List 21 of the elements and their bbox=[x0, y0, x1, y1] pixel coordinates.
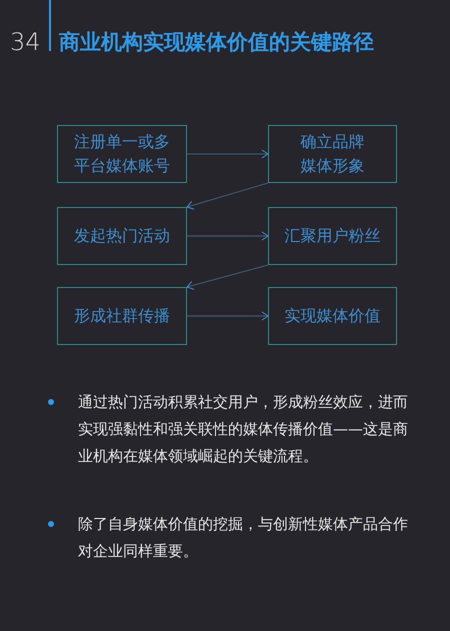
box-label: 发起热门活动 bbox=[74, 225, 170, 247]
bullet-text: 通过热门活动积累社交用户，形成粉丝效应，进而实现强黏性和强关联性的媒体传播价值——这是商业机构在媒体领域崛起的关键流程。 bbox=[78, 392, 409, 467]
arrow bbox=[186, 312, 268, 320]
bullet-text: 除了自身媒体价值的挖掘，与创新性媒体产品合作对企业同样重要。 bbox=[78, 514, 409, 562]
page-number: 34 bbox=[10, 27, 41, 57]
box-label: 形成社群传播 bbox=[74, 305, 170, 327]
box-label: 注册单一或多平台媒体账号 bbox=[73, 131, 171, 177]
process-box bbox=[57, 207, 187, 265]
arrow bbox=[186, 264, 268, 290]
arrow bbox=[186, 150, 268, 158]
box-label: 汇聚用户粉丝 bbox=[284, 225, 380, 247]
process-box bbox=[57, 125, 187, 183]
box-label: 实现媒体价值 bbox=[284, 305, 380, 327]
arrow bbox=[186, 182, 268, 210]
box-label: 确立品牌媒体形象 bbox=[300, 131, 366, 177]
page-title: 商业机构实现媒体价值的关键路径 bbox=[59, 29, 374, 56]
process-box bbox=[268, 287, 397, 345]
process-box bbox=[57, 287, 187, 345]
process-box bbox=[268, 207, 397, 265]
process-box bbox=[268, 125, 397, 183]
arrow bbox=[186, 232, 268, 240]
